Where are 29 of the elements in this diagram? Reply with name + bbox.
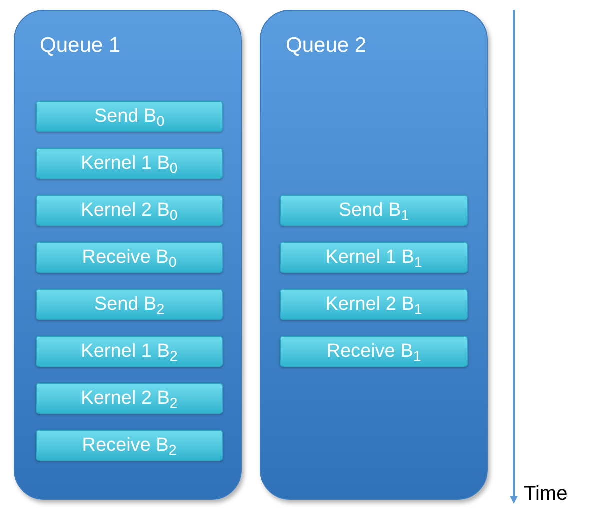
queue-panel	[14, 10, 242, 500]
queue-title: Queue 2	[286, 35, 367, 56]
task-bar	[36, 430, 223, 461]
task-bar	[36, 383, 223, 414]
task-label: Send B$_{0}$	[94, 107, 165, 126]
task-bar	[280, 336, 468, 367]
task-bar	[36, 195, 223, 226]
task-label: Send B$_{2}$	[94, 295, 165, 314]
task-label: Receive B$_{1}$	[326, 342, 422, 361]
task-bar	[36, 289, 223, 320]
axis-label: Time	[524, 484, 568, 504]
queue-title: Queue 1	[40, 35, 121, 56]
task-label: Kernel 1 B$_{1}$	[326, 248, 422, 267]
task-label: Kernel 1 B$_{0}$	[81, 154, 178, 173]
task-bar	[280, 242, 468, 273]
task-bar	[280, 289, 468, 320]
task-label: Kernel 2 B$_{1}$	[326, 295, 422, 314]
task-label: Kernel 2 B$_{0}$	[81, 201, 178, 220]
task-bar	[36, 101, 223, 132]
task-label: Send B$_{1}$	[338, 201, 410, 220]
task-label: Receive B$_{0}$	[82, 248, 177, 267]
task-label: Receive B$_{2}$	[82, 436, 177, 455]
task-bar	[280, 195, 468, 226]
task-label: Kernel 2 B$_{2}$	[81, 389, 178, 408]
task-label: Kernel 1 B$_{2}$	[81, 342, 178, 361]
task-bar	[36, 242, 223, 273]
queue-panel	[260, 10, 488, 500]
task-bar	[36, 148, 223, 179]
task-bar	[36, 336, 223, 367]
